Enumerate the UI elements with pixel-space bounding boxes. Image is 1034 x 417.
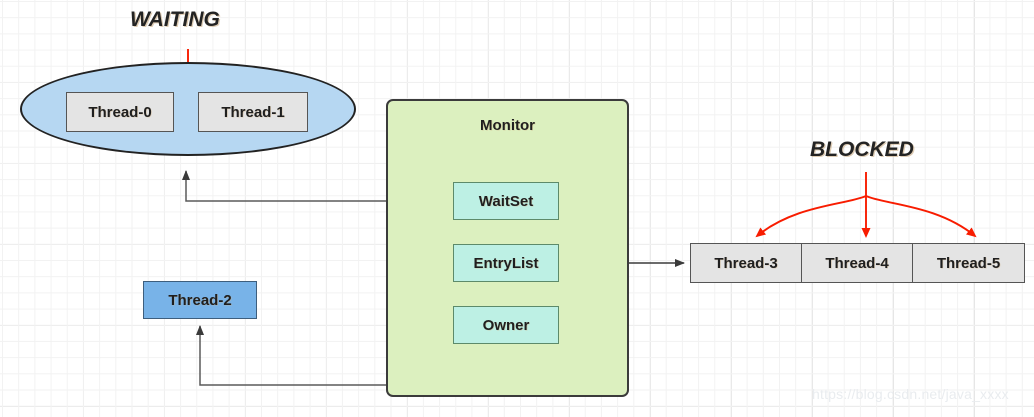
- watermark-text: https://blog.csdn.net/java_xxxx: [812, 386, 1009, 402]
- thread-chip-thread-5[interactable]: Thread-5: [936, 254, 1001, 272]
- monitor-owner-box[interactable]: Owner: [453, 306, 559, 344]
- waiting-state-label: WAITING: [130, 8, 220, 31]
- thread-chip-thread-1[interactable]: Thread-1: [198, 92, 308, 132]
- thread-chip-thread-0[interactable]: Thread-0: [66, 92, 174, 132]
- monitor-entrylist-box[interactable]: EntryList: [453, 244, 559, 282]
- thread-chip-thread-4[interactable]: Thread-4: [802, 244, 913, 282]
- blocked-thread-group: Thread-3 Thread-4 Thread-5: [690, 243, 1025, 283]
- blocked-state-label: BLOCKED: [810, 138, 914, 161]
- monitor-waitset-box[interactable]: WaitSet: [453, 182, 559, 220]
- monitor-title: Monitor: [480, 116, 535, 134]
- connector-waitset-to-waiting: [182, 170, 453, 202]
- thread-chip-thread-2[interactable]: Thread-2: [143, 281, 257, 319]
- thread-chip-thread-3[interactable]: Thread-3: [691, 244, 802, 282]
- blocked-red-arrows: [755, 172, 977, 238]
